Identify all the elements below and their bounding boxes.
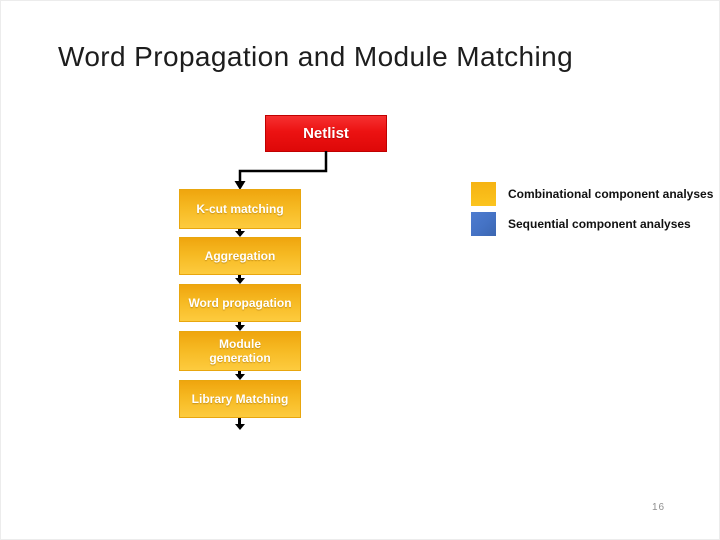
flow-step-label: Aggregation (204, 249, 276, 263)
netlist-box: Netlist (265, 115, 387, 152)
arrow-down-icon (234, 275, 245, 284)
sequential-swatch-icon (471, 211, 496, 236)
legend-item-sequential: Sequential component analyses (471, 211, 691, 236)
flow-step-label: Library Matching (191, 392, 289, 406)
flow-step-label: Word propagation (188, 296, 292, 310)
arrow-down-icon (234, 371, 245, 380)
legend-label-sequential: Sequential component analyses (508, 216, 691, 231)
flow-step-label: Module generation (209, 337, 271, 365)
netlist-label: Netlist (303, 125, 349, 142)
arrow-down-icon (234, 322, 245, 331)
legend-label-combinational: Combinational component analyses (508, 187, 714, 201)
netlist-connector-line (234, 151, 328, 190)
flow-step-library-matching: Library Matching (179, 380, 301, 418)
arrow-down-icon (234, 418, 245, 430)
slide-title: Word Propagation and Module Matching (58, 41, 574, 72)
flow-step-aggregation: Aggregation (179, 237, 301, 275)
flow-step-word-propagation: Word propagation (179, 284, 301, 322)
page-number: 16 (652, 502, 666, 513)
arrow-down-icon (234, 229, 245, 237)
flow-step-k-cut-matching: K-cut matching (179, 189, 301, 229)
flow-step-label: K-cut matching (196, 202, 284, 216)
legend-item-combinational: Combinational component analyses (471, 182, 713, 206)
combinational-swatch-icon (471, 182, 496, 206)
flow-step-module-generation: Module generation (179, 331, 301, 371)
